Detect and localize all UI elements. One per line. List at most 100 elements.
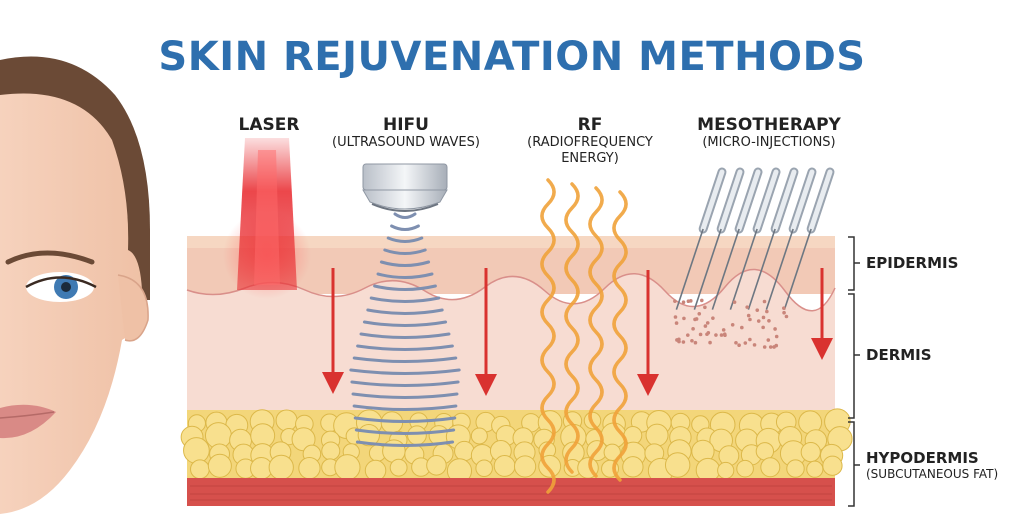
hifu-wave-arc xyxy=(349,368,461,375)
hifu-wave-arc xyxy=(369,296,441,303)
injection-dot xyxy=(762,345,767,349)
method-name: RF xyxy=(577,115,603,135)
fat-cell xyxy=(382,439,406,463)
arrow-head xyxy=(475,374,497,396)
injection-dot xyxy=(690,338,694,343)
injection-dot xyxy=(782,310,786,315)
method-name: MESOTHERAPY xyxy=(697,115,841,135)
needle-shaft xyxy=(693,228,722,310)
rf-wave-line xyxy=(540,178,556,494)
hifu-wave-arc xyxy=(354,428,456,435)
syringe-barrel xyxy=(718,169,743,232)
injection-dot xyxy=(766,338,771,342)
injection-dot xyxy=(765,309,769,314)
hifu-wave-arc xyxy=(373,284,437,291)
injection-dot xyxy=(714,333,718,337)
injection-dot xyxy=(748,317,752,322)
fat-cell xyxy=(493,455,516,477)
injection-dot xyxy=(774,334,779,339)
injection-dot xyxy=(755,308,760,312)
layer-brackets xyxy=(848,236,860,507)
needle-shaft xyxy=(711,228,740,310)
method-name: HIFU xyxy=(383,115,429,135)
injection-dot xyxy=(773,327,777,331)
fat-cell xyxy=(454,440,475,462)
injection-dot xyxy=(711,316,715,320)
hifu-wave-arc xyxy=(353,416,457,423)
injection-dot xyxy=(681,300,686,304)
fat-cell xyxy=(470,427,488,445)
method-subtitle: (RADIOFREQUENCY ENERGY) xyxy=(527,135,653,166)
layer-label-epidermis: EPIDERMIS xyxy=(866,254,958,272)
injection-dot xyxy=(691,327,695,331)
injection-dot xyxy=(700,298,704,303)
injection-dot xyxy=(762,299,767,304)
hifu-wave-arc xyxy=(362,320,448,327)
method-label-rf: RF (RADIOFREQUENCY ENERGY) xyxy=(515,115,665,167)
fat-cell xyxy=(786,459,805,478)
injection-dot xyxy=(761,315,766,320)
injection-dot xyxy=(761,325,765,330)
syringe-barrel xyxy=(808,169,833,232)
injection-dot xyxy=(681,340,686,344)
hifu-wave-arc xyxy=(393,212,417,219)
rf-wave-line xyxy=(588,186,604,478)
injection-dot xyxy=(768,345,773,349)
fat-cell xyxy=(426,455,447,476)
syringe-barrel xyxy=(772,169,797,232)
fat-cell xyxy=(334,454,361,481)
injection-dot xyxy=(782,306,786,310)
fat-cell xyxy=(806,460,824,478)
fat-cell xyxy=(207,453,232,478)
injection-dot xyxy=(784,314,789,319)
arrow-head xyxy=(322,372,344,394)
fat-cells xyxy=(180,408,853,484)
fat-cell xyxy=(275,409,298,432)
hypodermis-bracket xyxy=(848,421,855,507)
dermis-layer xyxy=(187,269,835,412)
injection-dot xyxy=(677,339,681,344)
injection-dot xyxy=(688,299,693,303)
fat-cell xyxy=(190,459,210,480)
layer-name: EPIDERMIS xyxy=(866,254,959,272)
injection-dot xyxy=(703,305,707,310)
method-label-hifu: HIFU (ULTRASOUND WAVES) xyxy=(320,115,492,151)
injection-dot xyxy=(745,305,749,309)
fat-cell xyxy=(364,459,387,482)
fat-cell xyxy=(736,459,754,478)
injection-dot xyxy=(743,341,748,345)
injection-dot xyxy=(752,343,757,347)
muscle-layer xyxy=(187,478,835,506)
injection-dot xyxy=(708,340,712,345)
hifu-waves xyxy=(349,212,461,447)
layer-name: HYPODERMIS xyxy=(866,449,979,467)
syringe-barrel xyxy=(700,169,725,232)
injection-dot xyxy=(730,322,735,327)
hifu-wave-arc xyxy=(352,404,458,411)
hifu-wave-arc xyxy=(366,308,444,315)
face-illustration xyxy=(0,56,150,514)
injection-dot xyxy=(767,318,771,323)
laser-beam xyxy=(223,138,311,299)
dermis-bracket xyxy=(848,293,855,419)
page-title: SKIN REJUVENATION METHODS xyxy=(158,34,866,80)
injection-dot xyxy=(756,319,761,323)
method-subtitle: (ULTRASOUND WAVES) xyxy=(332,135,480,150)
fat-cell xyxy=(760,457,781,478)
fat-cell xyxy=(513,455,537,478)
fat-cell xyxy=(268,454,294,480)
fat-cell xyxy=(645,423,669,447)
injection-dot xyxy=(703,324,708,328)
hifu-wave-arc xyxy=(351,392,459,399)
injection-dot xyxy=(740,325,744,330)
injection-dot xyxy=(705,321,710,325)
fat-cell xyxy=(622,456,644,478)
injection-dot xyxy=(706,330,711,335)
method-label-mesotherapy: MESOTHERAPY (MICRO-INJECTIONS) xyxy=(680,115,858,151)
needle-shaft xyxy=(729,228,758,310)
syringe-barrel xyxy=(754,169,779,232)
epidermis-bracket xyxy=(848,236,855,291)
injection-dot xyxy=(737,343,741,347)
